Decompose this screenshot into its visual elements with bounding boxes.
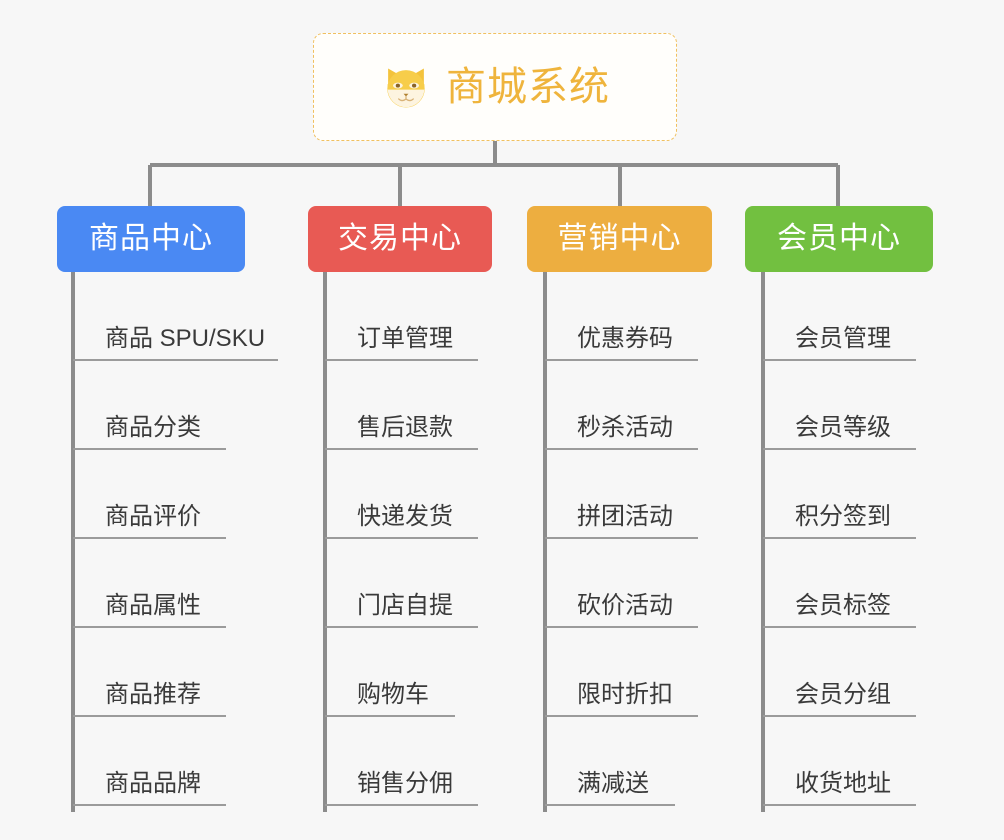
- leaf-item[interactable]: 售后退款: [325, 361, 478, 450]
- leaf-label: 秒杀活动: [577, 414, 673, 441]
- dog-face-icon: [380, 62, 432, 114]
- leaf-underline: [325, 537, 478, 539]
- leaf-item[interactable]: 满减送: [545, 717, 675, 806]
- leaf-underline: [325, 715, 455, 717]
- leaf-item[interactable]: 砍价活动: [545, 539, 698, 628]
- leaf-underline: [325, 448, 478, 450]
- leaf-label: 满减送: [577, 770, 649, 797]
- category-label-2: 交易中心: [338, 222, 462, 255]
- leaf-label: 商品 SPU/SKU: [105, 325, 266, 352]
- leaf-underline: [763, 359, 916, 361]
- leaf-label: 商品属性: [105, 592, 201, 619]
- category-box-3[interactable]: 营销中心: [527, 206, 712, 272]
- leaf-underline: [763, 448, 916, 450]
- leaf-item[interactable]: 订单管理: [325, 272, 478, 361]
- leaf-label: 快递发货: [357, 503, 453, 530]
- leaf-item[interactable]: 快递发货: [325, 450, 478, 539]
- leaf-item[interactable]: 拼团活动: [545, 450, 698, 539]
- leaf-label: 限时折扣: [577, 681, 673, 708]
- leaf-underline: [73, 804, 226, 806]
- leaf-underline: [545, 804, 675, 806]
- leaf-underline: [73, 715, 226, 717]
- leaf-underline: [763, 715, 916, 717]
- leaf-item[interactable]: 商品 SPU/SKU: [73, 272, 278, 361]
- leaf-item[interactable]: 购物车: [325, 628, 455, 717]
- leaf-underline: [763, 804, 916, 806]
- leaf-item[interactable]: 会员标签: [763, 539, 916, 628]
- leaf-label: 会员管理: [795, 325, 891, 352]
- leaf-item[interactable]: 收货地址: [763, 717, 916, 806]
- leaf-underline: [545, 626, 698, 628]
- leaf-column-2: 订单管理 售后退款 快递发货 门店自提 购物车 销售分佣: [325, 272, 478, 806]
- leaf-underline: [325, 359, 478, 361]
- leaf-column-3: 优惠券码 秒杀活动 拼团活动 砍价活动 限时折扣 满减送: [545, 272, 698, 806]
- leaf-item[interactable]: 商品评价: [73, 450, 265, 539]
- leaf-item[interactable]: 门店自提: [325, 539, 478, 628]
- leaf-label: 砍价活动: [577, 592, 673, 619]
- leaf-item[interactable]: 积分签到: [763, 450, 916, 539]
- root-node[interactable]: 商城系统: [313, 33, 677, 141]
- root-title: 商城系统: [446, 65, 610, 109]
- category-label-1: 商品中心: [89, 222, 213, 255]
- leaf-underline: [545, 715, 698, 717]
- leaf-underline: [73, 626, 226, 628]
- leaf-label: 销售分佣: [357, 770, 453, 797]
- leaf-label: 商品推荐: [105, 681, 201, 708]
- leaf-item[interactable]: 限时折扣: [545, 628, 698, 717]
- leaf-label: 购物车: [357, 681, 429, 708]
- leaf-underline: [545, 448, 698, 450]
- leaf-item[interactable]: 销售分佣: [325, 717, 478, 806]
- leaf-underline: [325, 804, 478, 806]
- leaf-label: 积分签到: [795, 503, 891, 530]
- leaf-column-4: 会员管理 会员等级 积分签到 会员标签 会员分组 收货地址: [763, 272, 916, 806]
- leaf-underline: [73, 537, 226, 539]
- category-box-4[interactable]: 会员中心: [745, 206, 933, 272]
- leaf-label: 商品分类: [105, 414, 201, 441]
- leaf-label: 售后退款: [357, 414, 453, 441]
- category-label-4: 会员中心: [777, 222, 901, 255]
- leaf-label: 会员标签: [795, 592, 891, 619]
- leaf-label: 商品品牌: [105, 770, 201, 797]
- leaf-item[interactable]: 秒杀活动: [545, 361, 698, 450]
- leaf-underline: [325, 626, 478, 628]
- leaf-item[interactable]: 会员管理: [763, 272, 916, 361]
- leaf-underline: [763, 626, 916, 628]
- leaf-item[interactable]: 商品分类: [73, 361, 265, 450]
- leaf-column-1: 商品 SPU/SKU 商品分类 商品评价 商品属性 商品推荐 商品品牌: [73, 272, 278, 806]
- leaf-item[interactable]: 商品属性: [73, 539, 265, 628]
- leaf-label: 订单管理: [357, 325, 453, 352]
- category-box-2[interactable]: 交易中心: [308, 206, 492, 272]
- leaf-label: 门店自提: [357, 592, 453, 619]
- leaf-item[interactable]: 商品品牌: [73, 717, 265, 806]
- leaf-item[interactable]: 优惠券码: [545, 272, 698, 361]
- leaf-item[interactable]: 会员分组: [763, 628, 916, 717]
- leaf-label: 会员分组: [795, 681, 891, 708]
- leaf-underline: [545, 359, 698, 361]
- category-label-3: 营销中心: [557, 222, 682, 255]
- leaf-underline: [545, 537, 698, 539]
- leaf-label: 会员等级: [795, 414, 891, 441]
- leaf-underline: [763, 537, 916, 539]
- leaf-item[interactable]: 会员等级: [763, 361, 916, 450]
- leaf-label: 收货地址: [795, 770, 891, 797]
- leaf-label: 商品评价: [105, 503, 201, 530]
- leaf-underline: [73, 448, 226, 450]
- leaf-underline: [73, 359, 278, 361]
- category-box-1[interactable]: 商品中心: [57, 206, 245, 272]
- leaf-item[interactable]: 商品推荐: [73, 628, 265, 717]
- leaf-label: 优惠券码: [577, 325, 673, 352]
- leaf-label: 拼团活动: [577, 503, 673, 530]
